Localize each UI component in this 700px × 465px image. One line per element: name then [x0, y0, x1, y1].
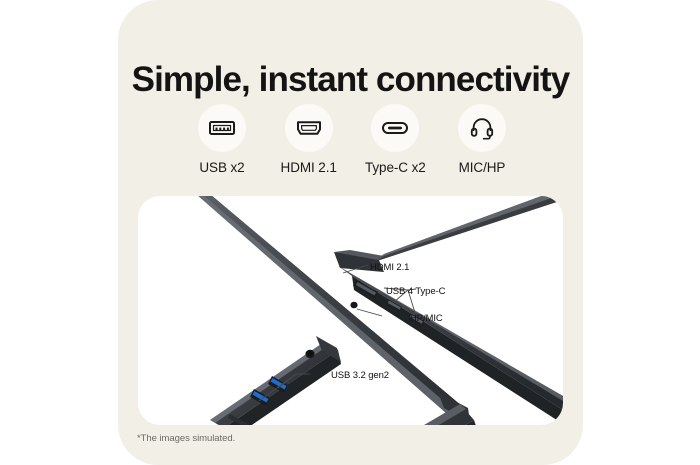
callout-label-hpmic: HP/MIC	[410, 313, 443, 324]
usb-c-port-icon	[371, 104, 420, 152]
callout-label-hdmi: HDMI 2.1	[370, 262, 410, 273]
callout-leader-lines	[258, 264, 417, 402]
feature-icon-row: USB x2 HDMI 2.1 Type-C x2	[182, 104, 522, 175]
promo-card: Simple, instant connectivity USB x2	[118, 0, 583, 465]
foreground-laptop-ports	[210, 336, 341, 425]
right-laptop	[334, 196, 563, 424]
feature-item-usb: USB x2	[182, 104, 262, 175]
headset-icon	[457, 104, 506, 152]
feature-item-hdmi: HDMI 2.1	[269, 104, 349, 175]
usb-a-port-icon	[198, 104, 246, 152]
left-laptop	[198, 196, 476, 425]
callout-label-usb32: USB 3.2 gen2	[331, 370, 389, 381]
usb-32-ports	[250, 376, 288, 406]
feature-label-hdmi: HDMI 2.1	[280, 160, 337, 175]
callout-label-usbc: USB 4 Type-C	[386, 286, 446, 297]
feature-item-michp: MIC/HP	[442, 104, 522, 175]
feature-label-usb: USB x2	[199, 160, 245, 175]
feature-label-micph: MIC/HP	[458, 160, 506, 175]
feature-item-typec: Type-C x2	[355, 104, 435, 175]
page-title: Simple, instant connectivity	[131, 60, 571, 100]
footnote-disclaimer: *The images simulated.	[137, 433, 236, 444]
feature-label-typec: Type-C x2	[365, 160, 426, 175]
product-photo-panel	[138, 196, 563, 425]
hdmi-port-icon	[284, 104, 333, 152]
